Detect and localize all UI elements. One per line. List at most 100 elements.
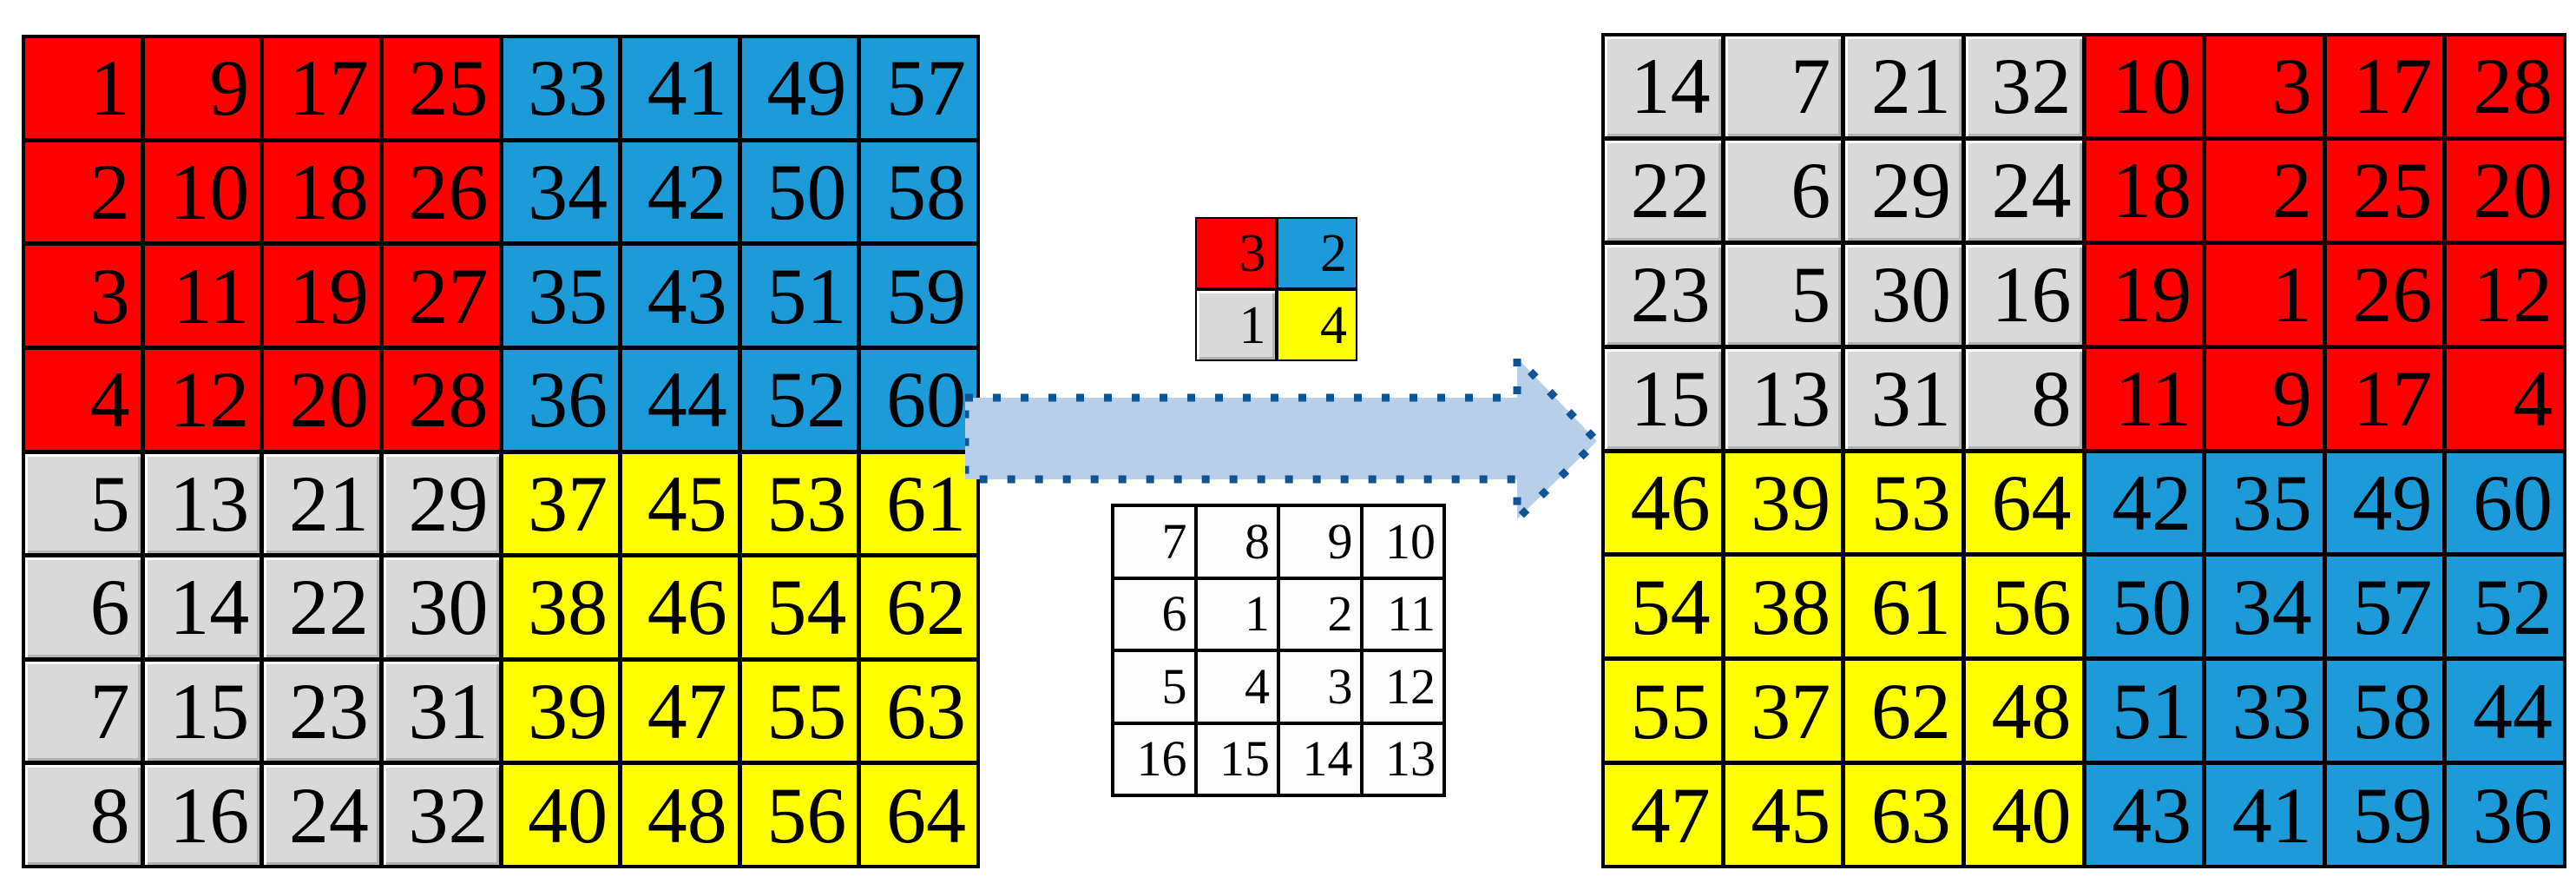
right-grid-cell: 59 — [2326, 765, 2443, 865]
right-grid-cell: 6 — [1725, 140, 1842, 241]
right-arrow-icon — [965, 347, 1601, 529]
right-grid-cell: 9 — [2206, 348, 2323, 449]
scan-order-cell: 6 — [1114, 579, 1194, 649]
right-grid-cell: 20 — [2447, 140, 2563, 241]
right-grid-cell: 7 — [1725, 36, 1842, 136]
left-grid-cell: 33 — [503, 38, 619, 138]
right-grid-cell: 24 — [1965, 140, 2082, 241]
quadrant-key-cell: 3 — [1197, 219, 1275, 287]
left-grid-cell: 53 — [741, 453, 858, 554]
right-grid-cell: 25 — [2326, 140, 2443, 241]
right-grid-cell: 22 — [1605, 140, 1721, 241]
left-grid-cell: 26 — [383, 142, 499, 242]
left-grid-cell: 6 — [25, 557, 141, 657]
left-grid-cell: 36 — [503, 349, 619, 450]
right-grid-cell: 52 — [2447, 557, 2563, 657]
left-grid-cell: 21 — [264, 453, 379, 554]
right-grid-cell: 50 — [2086, 557, 2203, 657]
left-grid-cell: 50 — [741, 142, 858, 242]
left-grid-cell: 18 — [264, 142, 379, 242]
left-grid-cell: 20 — [264, 349, 379, 450]
scan-order-cell: 14 — [1280, 724, 1360, 794]
left-grid-cell: 16 — [144, 765, 260, 865]
right-grid-cell: 57 — [2326, 557, 2443, 657]
left-grid-cell: 38 — [503, 557, 619, 657]
quadrant-key-cell: 1 — [1197, 291, 1275, 359]
right-grid-cell: 34 — [2206, 557, 2323, 657]
right-grid-cell: 4 — [2447, 348, 2563, 449]
right-grid-cell: 28 — [2447, 36, 2563, 136]
left-grid-cell: 55 — [741, 661, 858, 762]
left-grid-cell: 7 — [25, 661, 141, 762]
scan-order-cell: 16 — [1114, 724, 1194, 794]
scan-order-cell: 5 — [1114, 652, 1194, 722]
scan-order-cell: 15 — [1197, 724, 1277, 794]
right-grid-cell: 53 — [1845, 452, 1962, 553]
left-grid-cell: 3 — [25, 246, 141, 346]
right-grid-cell: 60 — [2447, 452, 2563, 553]
right-grid-cell: 48 — [1965, 661, 2082, 762]
right-grid-cell: 10 — [2086, 36, 2203, 136]
right-grid-cell: 51 — [2086, 661, 2203, 762]
left-grid-cell: 54 — [741, 557, 858, 657]
left-grid-cell: 48 — [622, 765, 738, 865]
right-grid-cell: 47 — [1605, 765, 1721, 865]
left-grid-cell: 62 — [861, 557, 976, 657]
right-grid-cell: 41 — [2206, 765, 2323, 865]
right-grid-cell: 49 — [2326, 452, 2443, 553]
left-grid-cell: 9 — [144, 38, 260, 138]
scan-order-cell: 13 — [1363, 724, 1442, 794]
left-grid-cell: 64 — [861, 765, 976, 865]
scan-order-cell: 9 — [1280, 507, 1360, 577]
left-grid-cell: 23 — [264, 661, 379, 762]
right-grid-cell: 54 — [1605, 557, 1721, 657]
right-grid-cell: 40 — [1965, 765, 2082, 865]
right-grid-cell: 37 — [1725, 661, 1842, 762]
right-grid-cell: 12 — [2447, 244, 2563, 345]
right-grid-cell: 56 — [1965, 557, 2082, 657]
left-grid-cell: 47 — [622, 661, 738, 762]
right-grid-cell: 15 — [1605, 348, 1721, 449]
left-grid-cell: 32 — [383, 765, 499, 865]
right-grid-cell: 58 — [2326, 661, 2443, 762]
left-grid-cell: 34 — [503, 142, 619, 242]
right-grid-cell: 19 — [2086, 244, 2203, 345]
left-grid-cell: 51 — [741, 246, 858, 346]
left-grid-cell: 2 — [25, 142, 141, 242]
right-grid-cell: 61 — [1845, 557, 1962, 657]
right-grid-cell: 14 — [1605, 36, 1721, 136]
left-grid-cell: 45 — [622, 453, 738, 554]
left-grid-cell: 13 — [144, 453, 260, 554]
right-grid-cell: 1 — [2206, 244, 2323, 345]
left-grid-cell: 60 — [861, 349, 976, 450]
scan-order-cell: 7 — [1114, 507, 1194, 577]
right-grid-cell: 38 — [1725, 557, 1842, 657]
scan-order-cell: 4 — [1197, 652, 1277, 722]
right-grid-cell: 62 — [1845, 661, 1962, 762]
right-grid-cell: 43 — [2086, 765, 2203, 865]
left-grid-cell: 49 — [741, 38, 858, 138]
left-grid-cell: 43 — [622, 246, 738, 346]
right-grid-cell: 29 — [1845, 140, 1962, 241]
right-grid-cell: 33 — [2206, 661, 2323, 762]
right-grid-cell: 42 — [2086, 452, 2203, 553]
right-grid-cell: 17 — [2326, 36, 2443, 136]
right-grid-cell: 36 — [2447, 765, 2563, 865]
left-grid-cell: 42 — [622, 142, 738, 242]
left-grid-cell: 15 — [144, 661, 260, 762]
left-grid-cell: 44 — [622, 349, 738, 450]
right-grid-cell: 45 — [1725, 765, 1842, 865]
left-grid-cell: 22 — [264, 557, 379, 657]
left-grid-cell: 61 — [861, 453, 976, 554]
quadrant-key-cell: 2 — [1278, 219, 1356, 287]
left-grid-cell: 28 — [383, 349, 499, 450]
right-grid-cell: 26 — [2326, 244, 2443, 345]
right-grid-cell: 16 — [1965, 244, 2082, 345]
left-grid-cell: 31 — [383, 661, 499, 762]
left-grid-cell: 63 — [861, 661, 976, 762]
scan-order-cell: 2 — [1280, 579, 1360, 649]
right-grid-cell: 31 — [1845, 348, 1962, 449]
